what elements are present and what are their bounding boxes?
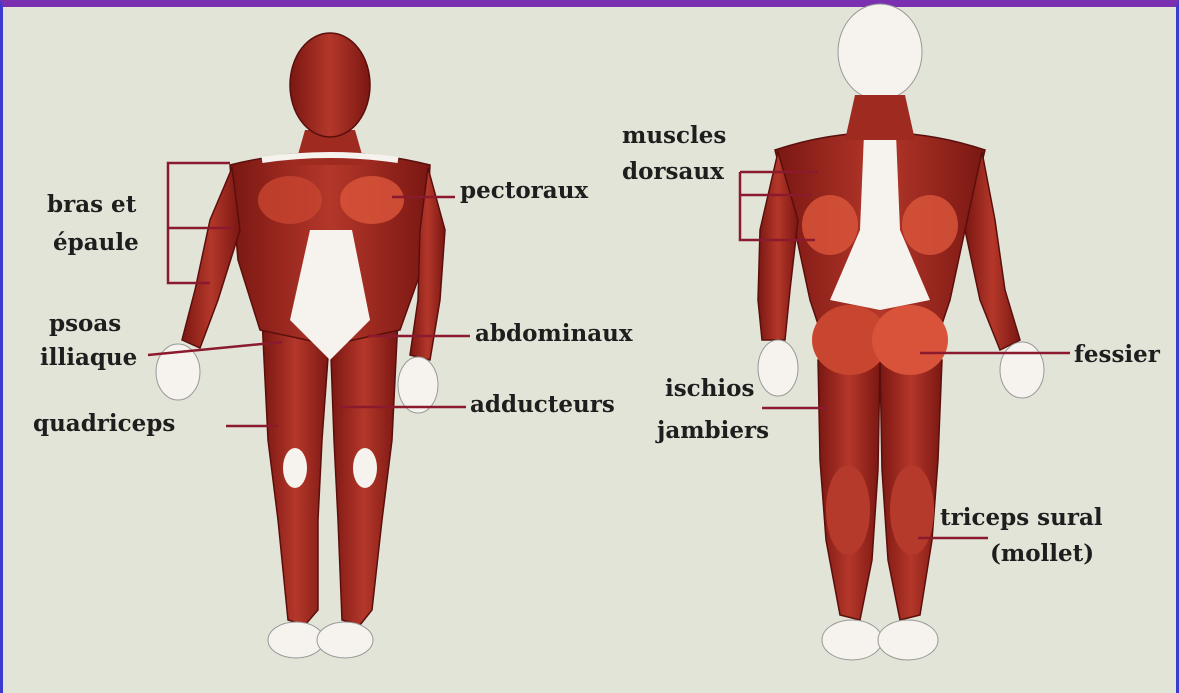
- back-dorsal-right: [902, 195, 958, 255]
- label-psoas: psoas: [49, 310, 121, 337]
- label-pectoraux: pectoraux: [460, 177, 588, 204]
- label-illiaque: illiaque: [40, 344, 137, 371]
- back-right-hand: [1000, 342, 1044, 398]
- label-epaule: épaule: [53, 229, 139, 256]
- label-adducteurs: adducteurs: [470, 391, 615, 418]
- front-pectoral-right: [340, 176, 404, 224]
- front-left-foot: [268, 622, 324, 658]
- front-pectoral-left: [258, 176, 322, 224]
- front-right-knee: [353, 448, 377, 488]
- back-head: [838, 4, 922, 100]
- front-head: [290, 33, 370, 137]
- front-right-hand: [398, 357, 438, 413]
- label-jambiers: jambiers: [655, 417, 769, 444]
- label-mollet: (mollet): [990, 540, 1094, 567]
- label-fessier: fessier: [1074, 341, 1161, 368]
- front-body-figure: [156, 33, 445, 658]
- label-triceps-sural: triceps sural: [940, 504, 1103, 531]
- label-bras-et: bras et: [47, 191, 137, 218]
- front-right-foot: [317, 622, 373, 658]
- label-muscles: muscles: [622, 122, 726, 149]
- label-quadriceps: quadriceps: [33, 410, 175, 437]
- back-dorsal-left: [802, 195, 858, 255]
- label-dorsaux: dorsaux: [622, 158, 724, 185]
- back-left-hand: [758, 340, 798, 396]
- back-neck: [845, 95, 915, 140]
- back-right-calf: [890, 465, 934, 555]
- back-gluteal-right: [872, 305, 948, 375]
- front-left-knee: [283, 448, 307, 488]
- back-left-calf: [826, 465, 870, 555]
- label-ischios: ischios: [665, 375, 754, 402]
- back-right-foot: [878, 620, 938, 660]
- back-left-foot: [822, 620, 882, 660]
- label-abdominaux: abdominaux: [475, 320, 633, 347]
- front-left-arm: [182, 168, 240, 348]
